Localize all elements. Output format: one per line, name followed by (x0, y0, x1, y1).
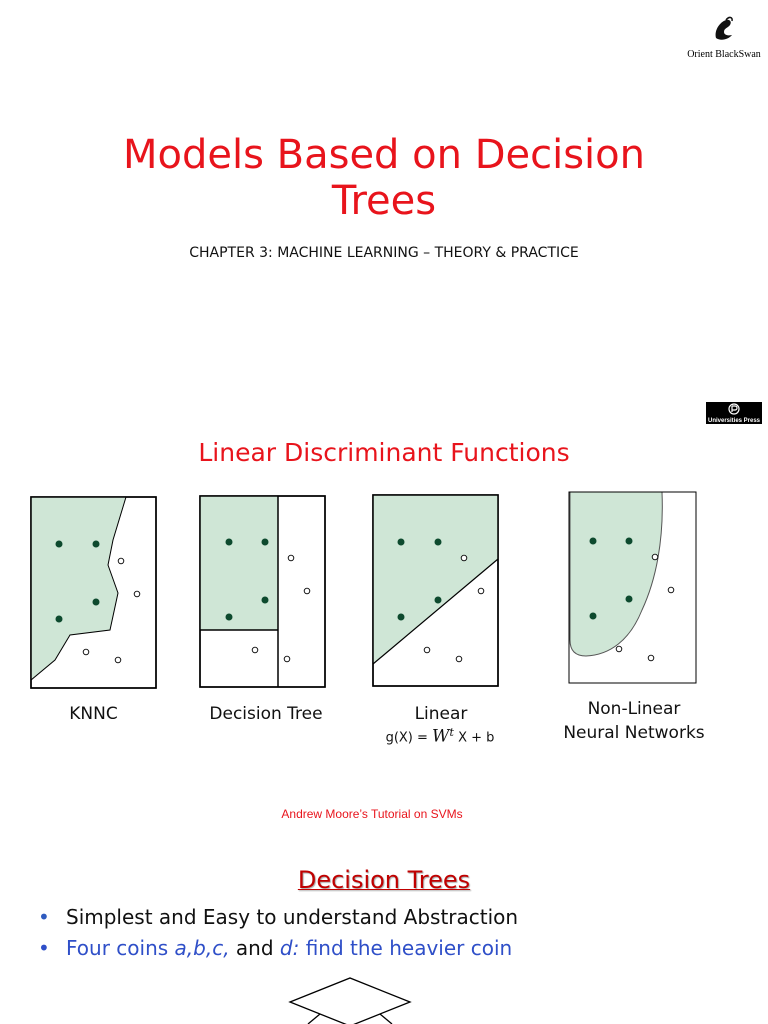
light-point (423, 646, 431, 654)
title-line-2: Trees (331, 178, 437, 224)
bullet-text: Simplest and Easy to understand Abstract… (66, 905, 519, 929)
dark-point (55, 615, 63, 623)
dark-point (225, 538, 233, 546)
formula-weight: W (432, 726, 450, 747)
universities-press-label: Universities Press (707, 418, 761, 424)
title-line-1: Models Based on Decision (123, 132, 645, 178)
universities-press-logo: Universities Press (706, 402, 762, 424)
light-point (251, 646, 259, 654)
dark-point (589, 612, 597, 620)
bullet-simplest: • Simplest and Easy to understand Abstrac… (38, 905, 518, 929)
bullet-text-and: and (229, 936, 280, 960)
source-credit: Andrew Moore’s Tutorial on SVMs (281, 807, 463, 821)
dark-point (261, 596, 269, 604)
knnc-panel (30, 496, 157, 689)
caption-knnc: KNNC (69, 704, 118, 724)
light-point (82, 648, 90, 656)
nonlinear-panel (568, 491, 697, 684)
bullet-text-part: Four coins (66, 936, 175, 960)
caption-nonlinear-line-1: Non-Linear (587, 699, 681, 719)
light-point (647, 654, 655, 662)
dark-point (225, 613, 233, 621)
caption-nonlinear: Non-Linear Neural Networks (548, 697, 720, 745)
light-point (133, 590, 141, 598)
dark-point (589, 537, 597, 545)
classifier-diagrams (30, 491, 697, 689)
bullet-text-d: d: (279, 936, 300, 960)
formula-transpose: t (449, 726, 454, 739)
light-point (117, 557, 125, 565)
decision-trees-heading: Decision Trees (297, 866, 471, 894)
knnc-region (30, 496, 127, 682)
light-point (651, 553, 659, 561)
linear-panel (372, 494, 499, 687)
dark-point (92, 540, 100, 548)
linear-formula: g(X) = Wt X + b (360, 726, 520, 746)
chapter-subtitle: CHAPTER 3: MACHINE LEARNING – THEORY & P… (189, 245, 579, 261)
light-point (477, 587, 485, 595)
tree-region (200, 496, 278, 630)
swan-icon (715, 16, 733, 40)
publisher-name: Orient BlackSwan (687, 49, 761, 60)
bullet-text-part: find the heavier coin (299, 936, 513, 960)
light-point (303, 587, 311, 595)
page-title: Models Based on Decision Trees (0, 132, 768, 224)
tree-root-diamond (288, 977, 412, 1024)
light-point (287, 554, 295, 562)
dark-point (397, 613, 405, 621)
dark-point (625, 537, 633, 545)
dark-point (92, 598, 100, 606)
dark-point (55, 540, 63, 548)
dark-point (434, 538, 442, 546)
caption-linear: Linear (414, 704, 468, 724)
section-title: Linear Discriminant Functions (198, 438, 570, 467)
light-point (460, 554, 468, 562)
orient-blackswan-logo: Orient BlackSwan (686, 16, 762, 60)
dark-point (261, 538, 269, 546)
bullet-dot-icon: • (38, 936, 50, 960)
light-point (283, 655, 291, 663)
light-point (667, 586, 675, 594)
dark-point (625, 595, 633, 603)
caption-decision-tree: Decision Tree (209, 704, 323, 724)
light-point (114, 656, 122, 664)
up-emblem-icon (728, 403, 740, 415)
bullet-text-coins: a,b,c, (174, 936, 230, 960)
decision-tree-panel (199, 495, 326, 688)
bullet-dot-icon: • (38, 905, 50, 929)
dark-point (397, 538, 405, 546)
formula-prefix: g(X) = (385, 730, 433, 746)
linear-region (373, 495, 498, 664)
bullet-four-coins: • Four coins a,b,c, and d: find the heavi… (38, 936, 512, 960)
dark-point (434, 596, 442, 604)
caption-nonlinear-line-2: Neural Networks (563, 723, 705, 743)
light-point (455, 655, 463, 663)
light-point (615, 645, 623, 653)
formula-suffix: X + b (453, 730, 495, 746)
